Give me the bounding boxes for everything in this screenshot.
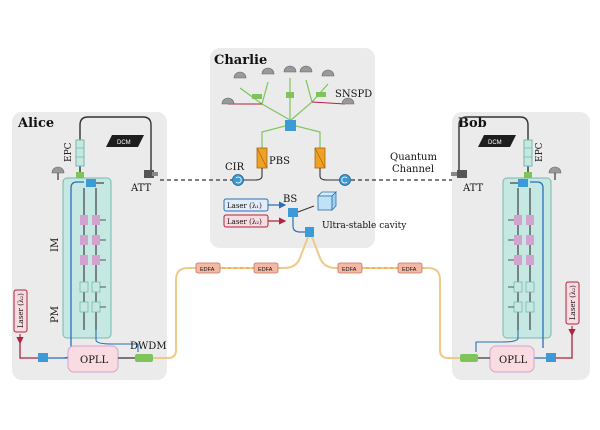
alice-im-label: IM bbox=[50, 238, 61, 252]
edfa-4-label: EDFA bbox=[402, 267, 417, 273]
alice-phase-modulators bbox=[79, 281, 106, 313]
edfa-4: EDFA bbox=[397, 262, 423, 274]
charlie-splitter bbox=[285, 120, 296, 131]
charlie-laser-2: Laser (λ₂) bbox=[223, 214, 269, 228]
alice-dcm-label: DCM bbox=[117, 140, 131, 146]
bob-bottom-coupler bbox=[546, 353, 556, 362]
charlie-laser-1: Laser (λ₁) bbox=[223, 198, 269, 212]
alice-epc bbox=[75, 139, 85, 167]
bob-epc-label: EPC bbox=[535, 142, 545, 162]
bob-dcm: DCM bbox=[478, 135, 516, 147]
alice-att-label: ATT bbox=[130, 183, 152, 194]
alice-intensity-modulators bbox=[80, 215, 106, 265]
charlie-cir-label: CIR bbox=[225, 162, 245, 173]
alice-epc-label: EPC bbox=[64, 142, 74, 162]
edfa-1-label: EDFA bbox=[200, 267, 215, 273]
quantum-channel-label-line1: Quantum bbox=[390, 152, 438, 163]
quantum-channel-label-line2: Channel bbox=[392, 164, 434, 175]
charlie-snspd-label: SNSPD bbox=[335, 89, 372, 100]
bob-laser: Laser (λ₂) bbox=[565, 281, 580, 337]
bob-intensity-modulators bbox=[508, 215, 534, 265]
charlie-snspd-detectors bbox=[221, 65, 355, 105]
bob-dwdm bbox=[460, 354, 478, 362]
bob-detector bbox=[548, 166, 562, 180]
charlie-station: SNSPD PBS CIR Laser (λ₁) bbox=[221, 65, 407, 237]
ultra-stable-cavity-icon bbox=[317, 191, 337, 211]
charlie-pbs-right bbox=[314, 147, 326, 169]
charlie-laser-1-label: Laser (λ₁) bbox=[227, 202, 262, 210]
alice-station: EPC DCM ATT bbox=[13, 116, 167, 373]
bob-laser-label: Laser (λ₂) bbox=[569, 285, 577, 320]
alice-pm-label: PM bbox=[50, 306, 61, 323]
bob-phase-modulators bbox=[508, 281, 535, 313]
alice-dwdm bbox=[135, 354, 153, 362]
bob-att-label: ATT bbox=[462, 183, 484, 194]
alice-laser: Laser (λ₂) bbox=[13, 289, 28, 345]
bob-att bbox=[451, 168, 467, 178]
edfa-1: EDFA bbox=[195, 262, 221, 274]
alice-title: Alice bbox=[17, 116, 54, 131]
alice-opll: OPLL bbox=[67, 345, 119, 373]
charlie-pbs-label: PBS bbox=[269, 156, 290, 167]
alice-dcm: DCM bbox=[106, 135, 144, 147]
alice-green-coupler bbox=[76, 172, 84, 178]
edfa-3-label: EDFA bbox=[342, 267, 357, 273]
reference-fiber-links: EDFA EDFA EDFA EDFA bbox=[153, 236, 460, 359]
charlie-laser-2-label: Laser (λ₂) bbox=[227, 218, 262, 226]
bob-dcm-label: DCM bbox=[488, 140, 502, 146]
alice-detector bbox=[51, 166, 65, 180]
bob-title: Bob bbox=[458, 116, 487, 131]
alice-att bbox=[144, 168, 158, 178]
charlie-title: Charlie bbox=[214, 53, 267, 68]
edfa-3: EDFA bbox=[337, 262, 363, 274]
bob-epc bbox=[523, 139, 533, 167]
ultra-stable-cavity-label: Ultra-stable cavity bbox=[322, 221, 407, 231]
quantum-channel: Quantum Channel bbox=[160, 152, 452, 181]
charlie-output-coupler bbox=[305, 227, 314, 237]
charlie-pbs-left bbox=[256, 147, 268, 169]
charlie-circulator-left bbox=[232, 174, 244, 186]
bob-opll: OPLL bbox=[489, 345, 535, 373]
alice-bottom-coupler bbox=[38, 353, 48, 362]
charlie-circulator-right bbox=[339, 174, 351, 186]
bob-green-coupler bbox=[524, 172, 532, 178]
charlie-bs-label: BS bbox=[283, 194, 297, 205]
alice-laser-label: Laser (λ₂) bbox=[17, 293, 25, 328]
edfa-2: EDFA bbox=[253, 262, 279, 274]
edfa-2-label: EDFA bbox=[258, 267, 273, 273]
bob-opll-label: OPLL bbox=[499, 355, 528, 366]
alice-opll-label: OPLL bbox=[80, 355, 109, 366]
charlie-bs bbox=[288, 208, 298, 217]
alice-dwdm-label: DWDM bbox=[130, 341, 167, 352]
bob-station: EPC DCM ATT bbox=[451, 116, 580, 373]
